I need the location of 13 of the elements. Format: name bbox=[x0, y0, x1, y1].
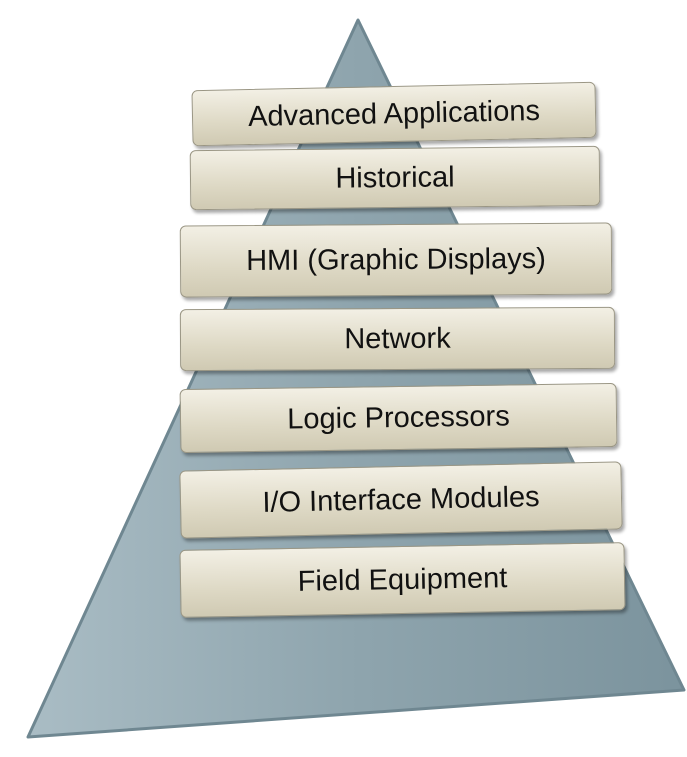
layer-label: Logic Processors bbox=[287, 400, 510, 436]
layer-label: I/O Interface Modules bbox=[262, 480, 540, 520]
layer-label: HMI (Graphic Displays) bbox=[246, 242, 546, 278]
layer-label: Network bbox=[344, 322, 451, 356]
layer-label: Advanced Applications bbox=[248, 94, 540, 134]
layer-box bbox=[179, 542, 626, 618]
layer-box bbox=[180, 382, 618, 454]
layer-box bbox=[180, 222, 612, 298]
layer-box bbox=[191, 82, 597, 146]
layer-label: Historical bbox=[335, 160, 455, 196]
layer-box bbox=[190, 146, 600, 210]
layer-box bbox=[180, 306, 616, 372]
layer-label: Field Equipment bbox=[297, 562, 508, 598]
